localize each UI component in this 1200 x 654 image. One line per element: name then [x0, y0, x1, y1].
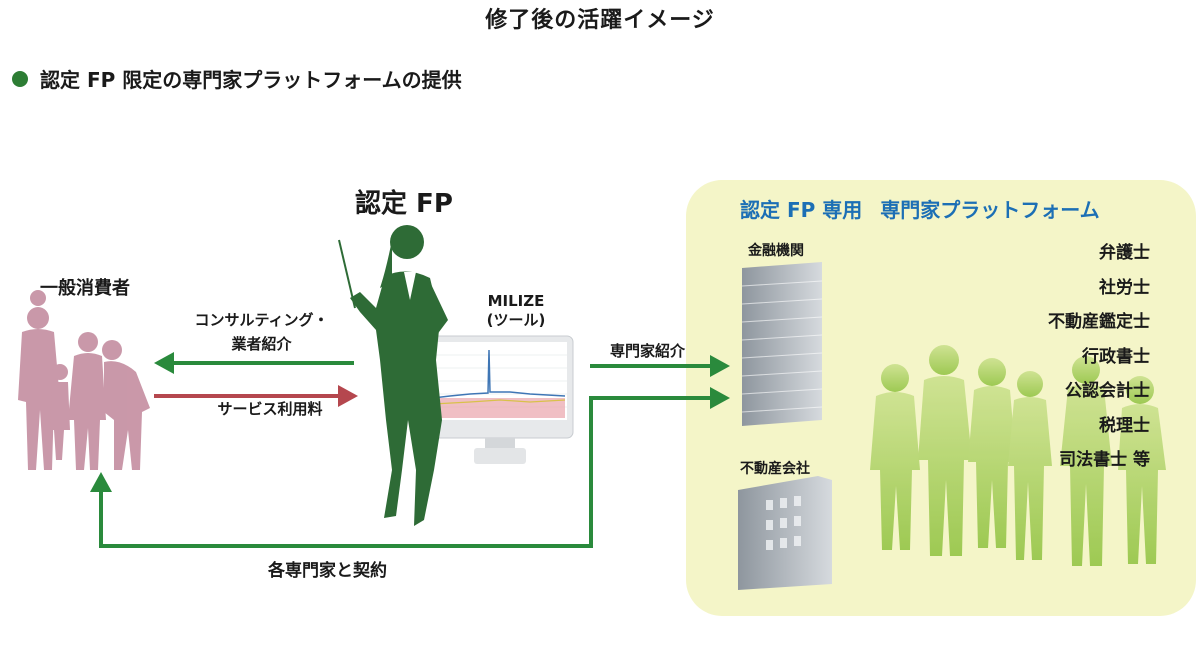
- tool-label-line1: MILIZE: [487, 292, 545, 310]
- consult-arrow: [154, 352, 354, 374]
- professional-item: 行政書士: [1082, 346, 1150, 367]
- consult-label-line1: コンサルティング・: [194, 311, 329, 329]
- professional-item: 不動産鑑定士: [1048, 312, 1150, 332]
- fp-label: 認定 FP: [355, 189, 453, 219]
- contract-label: 各専門家と契約: [268, 561, 387, 581]
- bank-label: 金融機関: [748, 243, 804, 259]
- platform-title: 認定 FP 専用専門家プラットフォーム: [740, 194, 1100, 223]
- service-fee-arrow: [154, 385, 358, 407]
- platform-title-part1: 認定 FP 専用: [740, 198, 863, 222]
- office-building-icon: [738, 476, 832, 590]
- realty-label: 不動産会社: [740, 461, 810, 477]
- consult-label-line2: 業者紹介: [231, 335, 292, 353]
- tool-label-line2: (ツール): [486, 311, 546, 329]
- professional-item: 公認会計士: [1065, 381, 1150, 401]
- office-tower-icon: [741, 262, 823, 426]
- expert-intro-label: 専門家紹介: [610, 342, 686, 360]
- subtitle-text: 認定 FP 限定の専門家プラットフォームの提供: [40, 68, 462, 92]
- professional-item: 社労士: [1099, 277, 1150, 298]
- page-title: 修了後の活躍イメージ: [485, 8, 715, 33]
- tool-label: MILIZE (ツール): [470, 292, 562, 330]
- contract-arrow: [90, 387, 730, 548]
- professional-item: 弁護士: [1099, 243, 1150, 263]
- consumer-label: 一般消費者: [40, 278, 130, 299]
- subtitle: 認定 FP 限定の専門家プラットフォームの提供: [12, 64, 462, 93]
- platform-title-part2: 専門家プラットフォーム: [880, 198, 1100, 222]
- monitor-icon: [424, 335, 574, 464]
- bullet-icon: [12, 70, 28, 87]
- professional-list: 弁護士 社労士 不動産鑑定士 行政書士 公認会計士 税理士 司法書士 等: [990, 236, 1150, 478]
- expert-intro-arrow: [590, 355, 730, 377]
- business-group-silhouette-icon: [870, 345, 1166, 566]
- professional-item: 税理士: [1099, 415, 1150, 436]
- businesswoman-silhouette-icon: [338, 225, 448, 526]
- service-fee-label: サービス利用料: [217, 400, 323, 418]
- consult-label: コンサルティング・ 業者紹介: [174, 308, 349, 356]
- family-silhouette-icon: [18, 290, 150, 470]
- professional-item: 司法書士 等: [1059, 450, 1150, 470]
